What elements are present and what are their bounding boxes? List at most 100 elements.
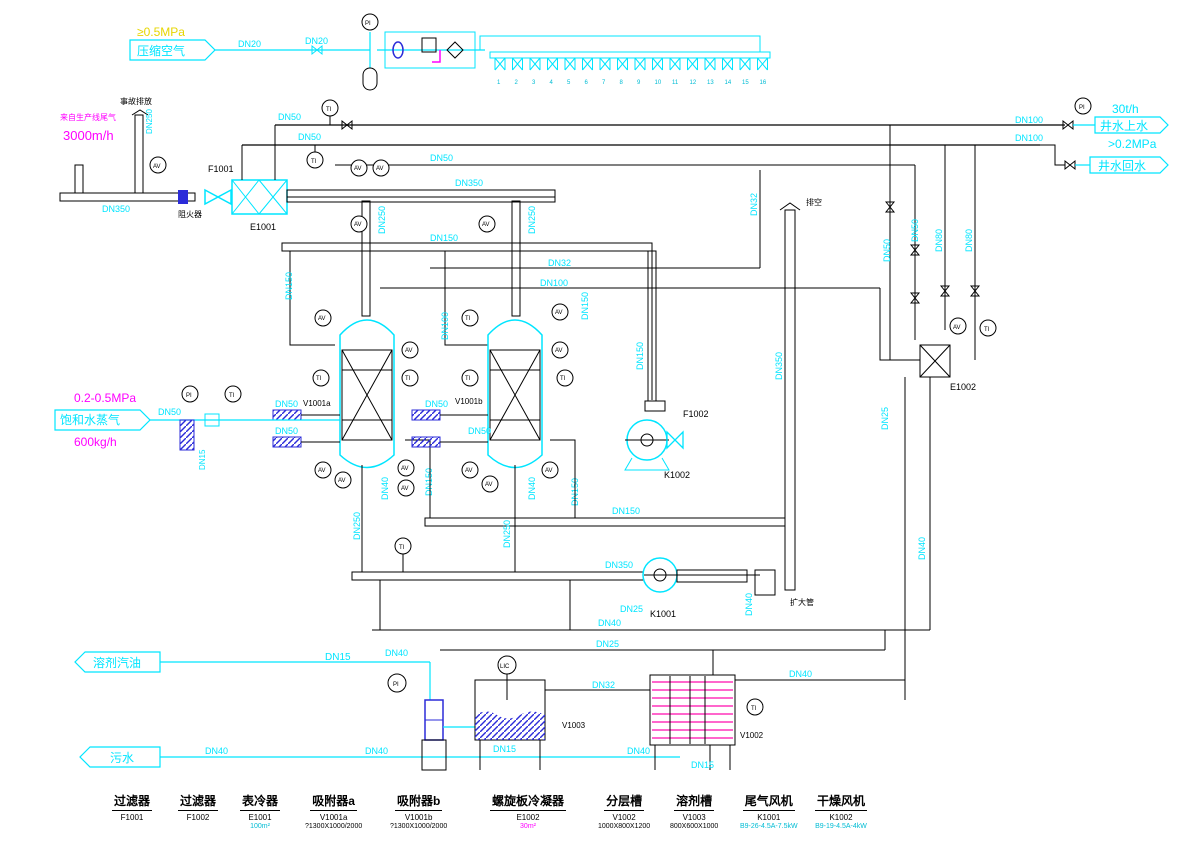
av-gauge-icon — [314, 309, 332, 327]
manifold-valve-icon — [529, 57, 541, 71]
svg-text:DN250: DN250 — [145, 109, 154, 134]
svg-text:DN150: DN150 — [284, 272, 294, 300]
svg-text:AV: AV — [153, 164, 161, 170]
svg-text:PI: PI — [186, 393, 192, 399]
svg-text:DN100: DN100 — [1015, 133, 1043, 143]
manifold-number: 7 — [602, 80, 606, 86]
v1003-tag: V1003 — [562, 721, 586, 730]
manifold-valve-icon — [739, 57, 751, 71]
adsorber-v1001a — [339, 319, 395, 469]
gauge-label: TI — [316, 376, 322, 382]
ti-gauge-icon — [556, 369, 574, 387]
av-gauge-icon — [350, 159, 368, 177]
legend-spec: 30m² — [520, 823, 536, 830]
svg-text:DN40: DN40 — [917, 537, 927, 560]
condenser-av-gauge-icon — [949, 317, 967, 335]
legend-code: V1002 — [612, 813, 636, 822]
svg-text:DN50: DN50 — [275, 426, 298, 436]
svg-text:DN32: DN32 — [592, 680, 615, 690]
svg-text:DN250: DN250 — [502, 520, 512, 548]
well-valve-icon — [341, 119, 353, 131]
svg-text:DN15: DN15 — [493, 744, 516, 754]
manifold-valve-icon — [757, 57, 768, 71]
svg-text:DN350: DN350 — [605, 560, 633, 570]
v1001a-tag: V1001a — [303, 399, 331, 408]
well-supply-flow: 30t/h — [1112, 102, 1139, 116]
well-return-name: 井水回水 — [1098, 159, 1146, 173]
manifold-number: 1 — [497, 80, 501, 86]
flame-arrester-icon — [178, 190, 188, 204]
k1001-tag: K1001 — [650, 609, 676, 619]
solvent-recovery-section: 溶剂汽油 DN15 污水 DN40 DN40 DN40 PI V1003 LIC… — [74, 650, 905, 771]
flame-arrester-label: 阻火器 — [178, 210, 202, 219]
svg-text:AV: AV — [953, 325, 961, 331]
manifold-number: 2 — [515, 80, 519, 86]
legend-name: 吸附器b — [394, 792, 443, 811]
manifold-valve-icon — [722, 57, 733, 71]
lubricator-icon — [446, 41, 464, 59]
gauge-label: AV — [555, 310, 563, 316]
av-gauge-icon — [334, 471, 352, 489]
svg-text:DN40: DN40 — [744, 593, 754, 616]
manifold-valve-icon — [687, 57, 698, 71]
svg-text:DN40: DN40 — [205, 746, 228, 756]
svg-text:DN40: DN40 — [598, 618, 621, 628]
steam-heater-icon — [411, 436, 441, 448]
svg-text:DN15: DN15 — [325, 652, 351, 663]
return-valve-icon — [1064, 159, 1076, 171]
diffuser-label: 扩大管 — [790, 597, 814, 607]
gauge-label: AV — [555, 348, 563, 354]
svg-text:DN150: DN150 — [635, 342, 645, 370]
e1002-tag: E1002 — [950, 382, 976, 392]
manifold-valve-icon — [704, 57, 716, 71]
legend-name: 过滤器 — [178, 792, 219, 811]
svg-text:TI: TI — [229, 393, 235, 399]
legend-spec: ?1300X1000/2000 — [305, 823, 363, 830]
svg-text:DN40: DN40 — [789, 669, 812, 679]
svg-text:DN50: DN50 — [158, 407, 181, 417]
e1001-tag: E1001 — [250, 222, 276, 232]
svg-text:DN100: DN100 — [440, 312, 450, 340]
av-gauge-icon — [551, 303, 569, 321]
manifold-number: 9 — [637, 80, 641, 86]
ti-gauge-icon — [401, 369, 419, 387]
legend-spec: 100m² — [250, 823, 270, 830]
legend-name: 分层槽 — [604, 792, 645, 811]
gauge-label: AV — [482, 222, 490, 228]
svg-text:DN150: DN150 — [612, 506, 640, 516]
supply-pi-gauge-icon — [1074, 97, 1092, 115]
steam-pi-gauge-icon — [181, 385, 199, 403]
air-filter-icon — [392, 41, 404, 59]
separator-ti-gauge-icon — [746, 698, 764, 716]
manifold-valve-icon — [582, 57, 593, 71]
legend-name: 吸附器a — [310, 792, 357, 811]
legend-name: 尾气风机 — [742, 792, 795, 811]
gauge-label: AV — [354, 166, 362, 172]
steam-filter-icon — [204, 413, 220, 427]
manifold-valve-icon — [494, 57, 506, 71]
gauge-label: AV — [401, 486, 409, 492]
manifold-number: 14 — [725, 80, 732, 86]
svg-text:DN15: DN15 — [691, 760, 714, 770]
legend-spec: 1000X800X1200 — [598, 823, 651, 830]
svg-text:DN50: DN50 — [468, 426, 491, 436]
svg-text:DN20: DN20 — [305, 36, 328, 46]
steam-trap-icon — [179, 419, 195, 451]
svg-text:DN32: DN32 — [749, 193, 759, 216]
legend-code: V1001a — [319, 813, 348, 822]
av-gauge-icon — [478, 215, 496, 233]
svg-text:DN100: DN100 — [1015, 115, 1043, 125]
manifold-number: 12 — [690, 80, 697, 86]
svg-text:DN50: DN50 — [275, 399, 298, 409]
av-gauge-icon — [397, 479, 415, 497]
well-supply-arrow — [1094, 116, 1169, 134]
svg-text:TI: TI — [984, 327, 990, 333]
legend-code: K1001 — [757, 813, 781, 822]
